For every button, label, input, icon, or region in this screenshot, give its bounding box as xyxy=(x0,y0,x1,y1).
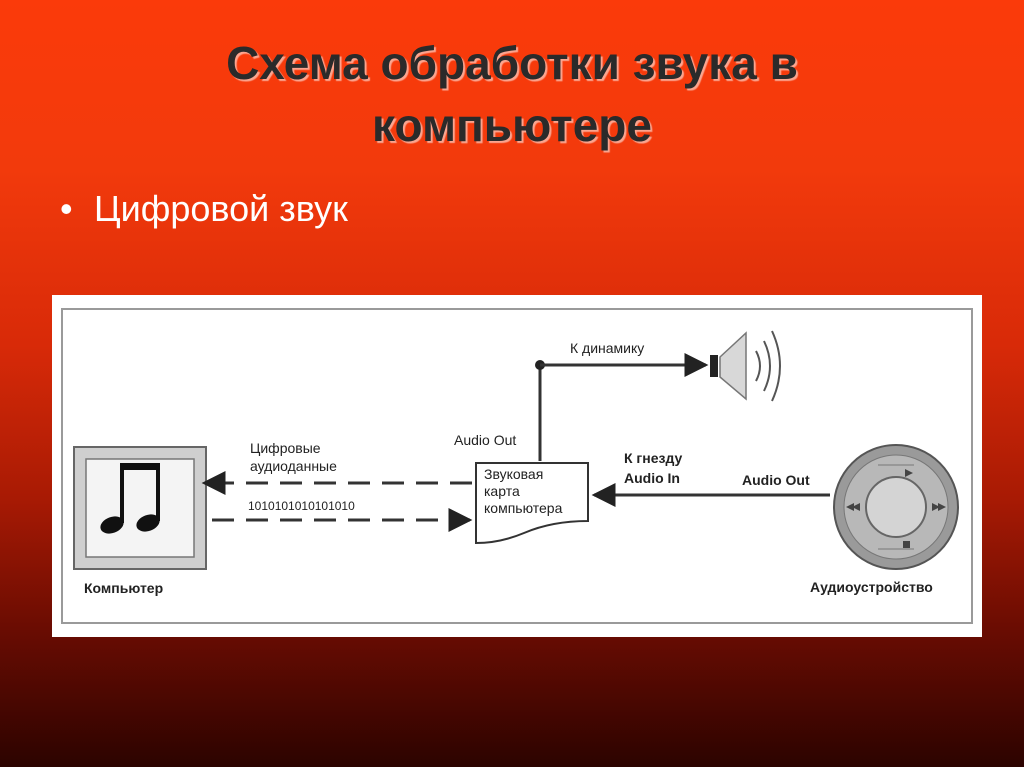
digital-data-line2: аудиоданные xyxy=(250,458,337,474)
play-icon xyxy=(905,469,913,477)
digital-data-line1: Цифровые xyxy=(250,440,321,456)
device-audio-out: Audio Out xyxy=(742,472,810,488)
bullet-text: Цифровой звук xyxy=(94,188,348,229)
bullet-dot: • xyxy=(60,188,73,229)
stop-icon xyxy=(903,541,910,548)
computer-icon xyxy=(73,446,207,570)
rewind-icon xyxy=(846,503,860,511)
to-speaker-label: К динамику xyxy=(570,340,644,356)
bullet-item: • Цифровой звук xyxy=(60,188,348,230)
slide-title-line2: компьютере xyxy=(372,99,652,151)
computer-label: Компьютер xyxy=(84,580,163,596)
sound-card-line2: карта xyxy=(484,483,520,499)
diagram-svg: Компьютер Цифровые аудиоданные 101010101… xyxy=(61,308,973,624)
jack-line1: К гнезду xyxy=(624,450,683,466)
sound-card-audio-out: Audio Out xyxy=(454,432,516,448)
sound-card-line1: Звуковая xyxy=(484,466,543,482)
speaker-icon xyxy=(710,330,781,402)
sound-card xyxy=(475,462,589,545)
sound-card-line3: компьютера xyxy=(484,500,563,516)
jack-line2: Audio In xyxy=(624,470,680,486)
forward-icon xyxy=(932,503,946,511)
slide-title-line1: Схема обработки звука в xyxy=(226,37,798,89)
audio-device-icon xyxy=(833,444,959,570)
diagram-border xyxy=(61,308,973,624)
binary-stream: 1010101010101010 xyxy=(248,499,355,513)
slide-title: Схема обработки звука в компьютере xyxy=(0,32,1024,156)
music-note-icon xyxy=(100,463,160,534)
diagram-frame: Компьютер Цифровые аудиоданные 101010101… xyxy=(52,295,982,637)
audio-device-label: Аудиоустройство xyxy=(810,579,933,595)
